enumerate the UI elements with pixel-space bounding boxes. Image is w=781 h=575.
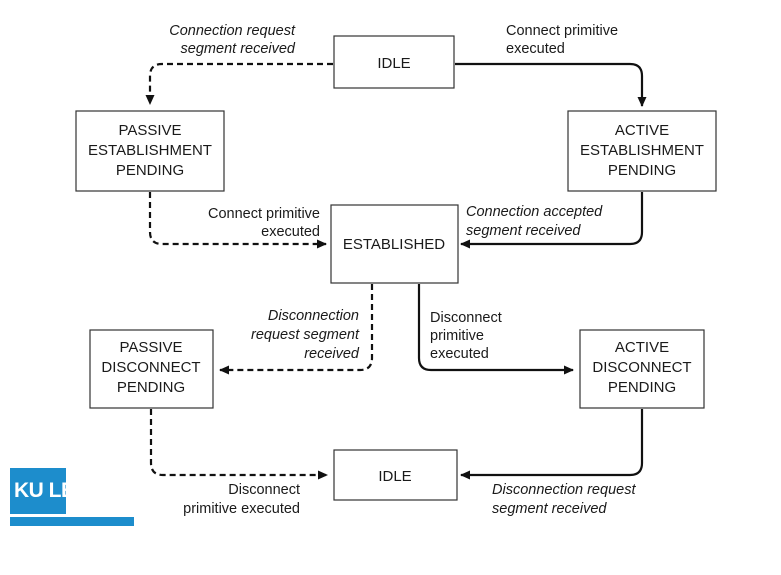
label-line: segment received: [181, 41, 296, 57]
logo-bar: DISTRINET RESEARCH GROUP: [10, 517, 134, 573]
label-line: received: [304, 346, 360, 362]
label-disconnection-request-received-bottom: Disconnection request segment received: [492, 482, 636, 517]
label-connect-primitive-executed-top: Connect primitive executed: [506, 23, 618, 57]
state-label-line: ESTABLISHMENT: [580, 142, 704, 159]
state-active-establishment-pending: ACTIVE ESTABLISHMENT PENDING: [567, 110, 717, 192]
arrow-established-to-passive-disconnect: [219, 284, 374, 375]
state-label-line: ESTABLISHMENT: [88, 142, 212, 159]
state-passive-disconnect-pending: PASSIVE DISCONNECT PENDING: [89, 329, 214, 409]
state-label-line: PENDING: [608, 379, 676, 396]
label-line: Disconnection request: [492, 482, 636, 498]
label-line: executed: [430, 346, 489, 362]
logo-box: KU LE: [10, 468, 75, 514]
arrow-active-disconnect-to-idle: [460, 409, 644, 480]
arrow-idle-to-active-establishment: [455, 62, 647, 107]
arrow-established-to-active-disconnect: [417, 284, 574, 375]
state-label-line: DISCONNECT: [592, 359, 691, 376]
label-line: Disconnect: [430, 310, 502, 326]
state-label-line: PENDING: [117, 379, 185, 396]
label-connection-request-received: Connection request segment received: [169, 23, 296, 57]
state-label-line: PASSIVE: [118, 122, 181, 139]
arrow-active-establishment-to-established: [460, 192, 644, 249]
label-disconnection-request-received-left: Disconnection request segment received: [251, 308, 360, 362]
logo-subtitle: DISTRINET RESEARCH GROUP: [14, 567, 109, 573]
state-idle-bottom: IDLE: [333, 449, 458, 501]
label-connect-primitive-executed-left: Connect primitive executed: [208, 206, 320, 240]
state-label-line: PASSIVE: [119, 339, 182, 356]
state-label: IDLE: [377, 55, 410, 72]
label-line: Connection accepted: [466, 204, 603, 220]
state-idle-top: IDLE: [333, 35, 455, 89]
label-line: Disconnect: [228, 482, 300, 498]
logo-text: KU LE: [14, 479, 75, 502]
label-line: executed: [506, 41, 565, 57]
label-line: primitive: [430, 328, 484, 344]
state-label-line: ACTIVE: [615, 122, 669, 139]
label-line: segment received: [466, 223, 581, 239]
label-disconnect-primitive-executed-mid: Disconnect primitive executed: [430, 310, 502, 362]
state-label: IDLE: [378, 468, 411, 485]
label-line: segment received: [492, 501, 607, 517]
state-diagram: IDLE PASSIVE ESTABLISHMENT PENDING ACTIV…: [75, 23, 717, 517]
label-line: Disconnection: [268, 308, 359, 324]
state-active-disconnect-pending: ACTIVE DISCONNECT PENDING: [579, 329, 705, 409]
arrow-passive-disconnect-to-idle: [149, 409, 328, 480]
state-label-line: PENDING: [116, 162, 184, 179]
state-passive-establishment-pending: PASSIVE ESTABLISHMENT PENDING: [75, 110, 225, 192]
state-label-line: DISCONNECT: [101, 359, 200, 376]
arrow-idle-to-passive-establishment: [145, 62, 333, 105]
label-line: executed: [261, 224, 320, 240]
label-line: request segment: [251, 327, 360, 343]
label-line: primitive executed: [183, 501, 300, 517]
label-disconnect-primitive-executed-bottom: Disconnect primitive executed: [183, 482, 300, 517]
state-label: ESTABLISHED: [343, 236, 445, 253]
label-line: Connection request: [169, 23, 296, 39]
university-logo: KU LE DISTRINET RESEARCH GROUP: [10, 468, 138, 573]
label-connection-accepted-received: Connection accepted segment received: [466, 204, 603, 239]
state-label-line: PENDING: [608, 162, 676, 179]
state-label-line: ACTIVE: [615, 339, 669, 356]
label-line: Connect primitive: [208, 206, 320, 222]
label-line: Connect primitive: [506, 23, 618, 39]
arrow-passive-establishment-to-established: [148, 192, 327, 249]
state-established: ESTABLISHED: [330, 204, 459, 284]
